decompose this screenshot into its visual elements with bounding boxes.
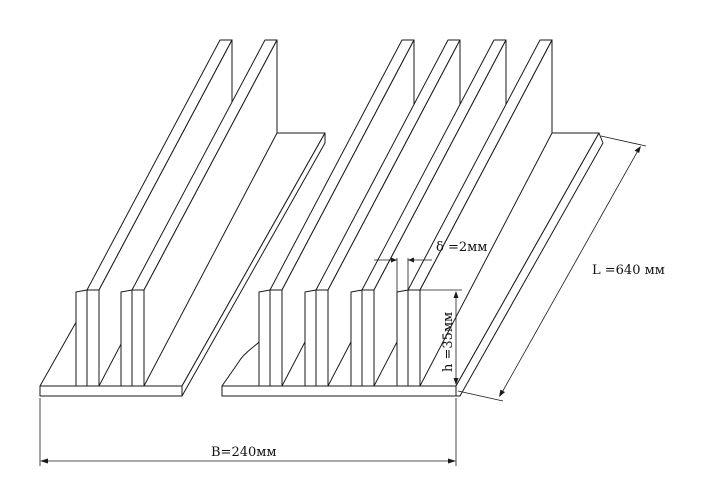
left-fin-2 <box>120 39 278 387</box>
length-arrow-bottom <box>499 389 505 397</box>
right-fin-4-front-left <box>396 289 409 387</box>
left-fin-2-front-left <box>120 289 133 387</box>
right-base-front-face <box>221 385 457 397</box>
width-arrow-left <box>40 458 48 464</box>
length-extension-top <box>600 135 647 147</box>
left-fin-2-front <box>131 289 145 387</box>
width-label: B=240мм <box>211 445 276 460</box>
delta-label: δ =2мм <box>436 240 487 255</box>
width-dimension: B=240мм <box>39 398 457 466</box>
right-fin-3-front-left <box>350 289 363 387</box>
height-dimension: h =35мм <box>408 289 462 385</box>
right-fin-2-front <box>315 289 329 387</box>
height-arrow-bottom <box>453 378 459 385</box>
left-heatsink-module <box>39 39 326 397</box>
right-base-side-face <box>455 132 604 397</box>
right-fin-4-front <box>407 289 421 387</box>
left-base-side-face <box>181 132 326 397</box>
length-dimension-line <box>499 146 641 397</box>
length-dimension: L =640 мм <box>457 135 665 402</box>
length-arrow-top <box>634 146 641 153</box>
right-fin-3-front <box>361 289 375 387</box>
left-base-front-face <box>39 385 183 397</box>
right-fin-2-front-left <box>304 289 317 387</box>
delta-dimension: δ =2мм <box>374 240 487 292</box>
height-label: h =35мм <box>441 312 456 372</box>
delta-arrow-right <box>408 257 414 263</box>
left-fin-1-front <box>86 289 100 387</box>
length-extension-bottom <box>457 390 504 402</box>
height-arrow-top <box>453 291 459 298</box>
length-label: L =640 мм <box>592 263 665 278</box>
right-fin-1-front <box>269 289 283 387</box>
right-fin-4 <box>396 39 553 387</box>
left-fin-1-front-left <box>75 289 88 387</box>
delta-arrow-left <box>391 257 397 263</box>
width-arrow-right <box>448 458 456 464</box>
right-fin-1-front-left <box>258 289 271 387</box>
